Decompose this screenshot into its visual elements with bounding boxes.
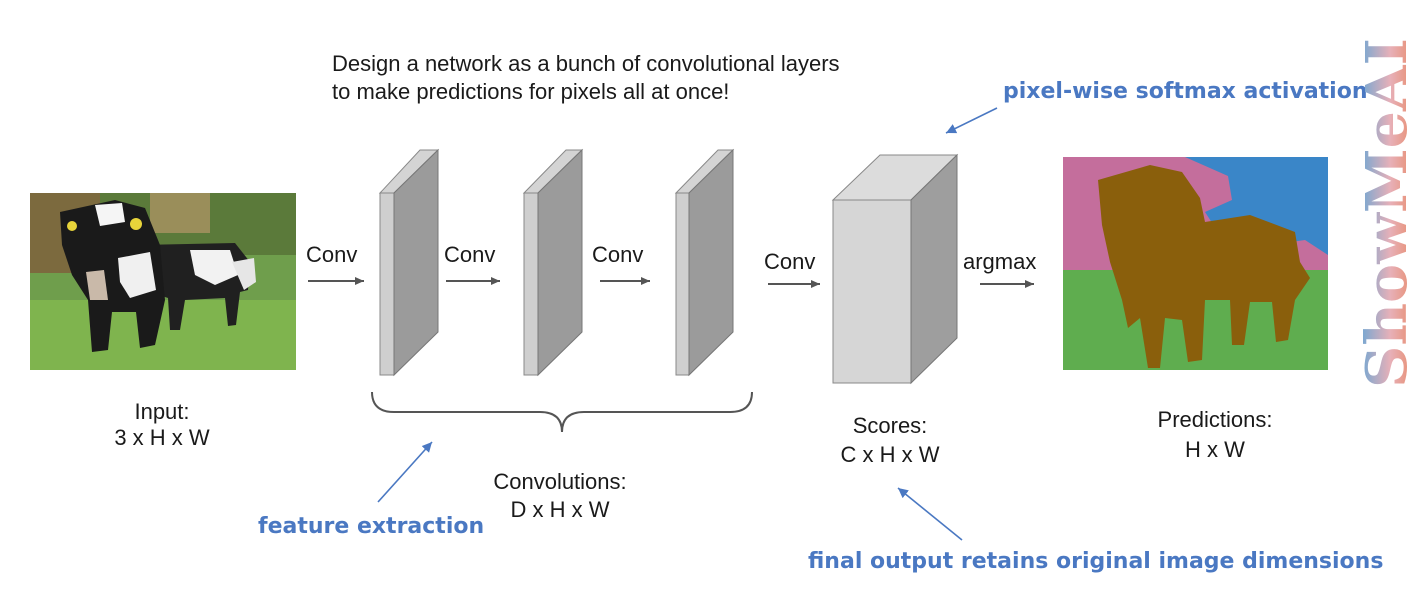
softmax-annotation: pixel-wise softmax activation [1003,79,1368,104]
showmeai-watermark-logo: ShowMeAI [1358,38,1418,388]
headline-line-2: to make predictions for pixels all at on… [332,79,730,104]
convolutions-label-title: Convolutions: [493,469,627,494]
conv-layer-3 [674,148,735,377]
scores-label-dims: C x H x W [840,442,940,467]
scores-label-title: Scores: [852,413,928,438]
conv-label-4: Conv [764,249,816,274]
conv-label-2: Conv [444,242,496,267]
predictions-label-dims: H x W [1185,437,1245,462]
headline-line-1: Design a network as a bunch of convoluti… [332,51,840,76]
convolutions-label-dims: D x H x W [510,497,610,522]
input-image [30,193,296,370]
feature-extraction-annotation: feature extraction [258,514,485,539]
input-label-dims: 3 x H x W [114,425,210,450]
softmax-pointer-arrow [945,107,998,134]
predictions-image [1063,157,1328,370]
conv-label-1: Conv [306,242,358,267]
predictions-label-title: Predictions: [1157,407,1273,432]
feature-pointer-arrow [377,441,433,503]
conv-label-3: Conv [592,242,644,267]
svg-text:ShowMeAI: ShowMeAI [1358,38,1418,388]
conv-layer-1 [378,148,440,377]
conv-layer-2 [522,148,584,377]
scores-block [831,153,959,385]
convolutions-brace [371,391,753,433]
final-pointer-arrow [897,487,963,541]
input-label-title: Input: [134,399,190,424]
argmax-label: argmax [963,249,1037,274]
final-output-annotation: final output retains original image dime… [808,549,1384,574]
